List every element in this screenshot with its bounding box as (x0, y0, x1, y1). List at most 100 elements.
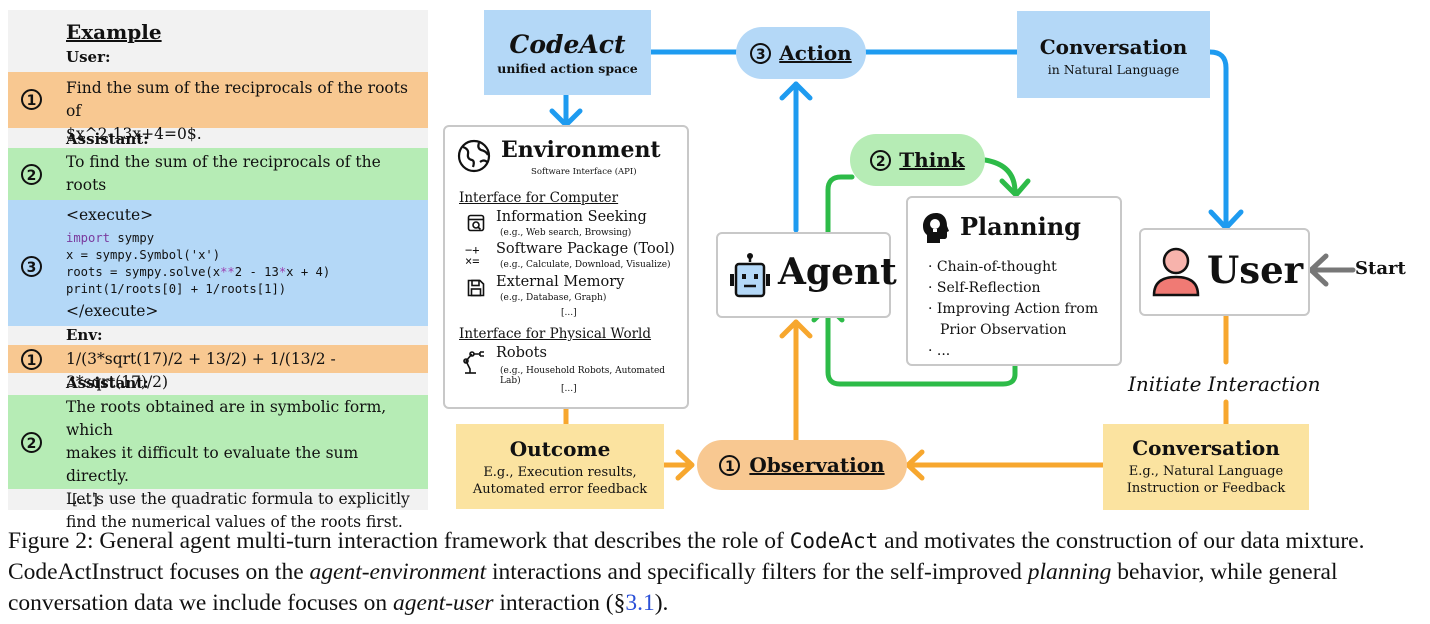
conversation-top-subtitle: in Natural Language (1047, 62, 1180, 77)
initiate-interaction-label: Initiate Interaction (1128, 372, 1321, 396)
agent-label: Agent (778, 251, 897, 293)
caption-text: ). (654, 590, 669, 616)
role-env-label: Env: (66, 326, 103, 344)
code-execution-block: 3 <execute> import sympy x = sympy.Symbo… (8, 200, 428, 326)
user-message-block: 1 Find the sum of the reciprocals of the… (8, 72, 428, 143)
step-3-number: 3 (21, 256, 42, 277)
think-step-number: 2 (870, 149, 892, 171)
interface-physical-heading: Interface for Physical World (459, 326, 652, 342)
planning-item: · Chain-of-thought (928, 259, 1057, 275)
planning-title: Planning (960, 212, 1081, 241)
environment-subtitle: Software Interface (API) (531, 167, 637, 177)
arrowhead-observation-left (675, 449, 695, 481)
code-operator: * (278, 265, 287, 279)
conversation-bottom-box: Conversation E.g., Natural Language Inst… (1103, 424, 1309, 510)
code-text: x + 4) (286, 265, 331, 279)
arrow-think-to-planning (982, 157, 1018, 195)
role-assistant-label: Assistant: (66, 374, 149, 392)
role-user-label: User: (66, 48, 111, 66)
interface-computer-heading: Interface for Computer (459, 190, 619, 206)
section-reference-link[interactable]: 3.1 (625, 590, 655, 616)
arrowhead-planning (999, 178, 1031, 198)
code-line-2: x = sympy.Symbol('x') (66, 248, 221, 262)
planning-item-text: Improving Action from (936, 301, 1099, 317)
user-icon (1151, 246, 1201, 302)
env-ellipsis: [...] (561, 384, 577, 394)
environment-box: Environment Software Interface (API) Int… (443, 125, 689, 409)
planning-item-text: Chain-of-thought (936, 259, 1057, 275)
action-step-number: 3 (750, 42, 772, 64)
execute-open-tag: <execute> (66, 206, 154, 224)
execute-close-tag: </execute> (66, 302, 159, 320)
example-title: Example (66, 20, 162, 44)
conversation-top-box: Conversation in Natural Language (1017, 11, 1210, 98)
caption-code: CodeAct (789, 529, 879, 553)
planning-item-continued: Prior Observation (940, 322, 1067, 338)
conversation-bottom-title: Conversation (1132, 436, 1280, 460)
planning-item: · Improving Action from (928, 301, 1099, 317)
step-2-number: 2 (21, 432, 42, 453)
web-search-icon (467, 214, 485, 236)
user-box: User (1139, 228, 1310, 316)
example-ellipsis: [...] (72, 490, 99, 508)
observation-pill: 1 Observation (697, 440, 907, 490)
step-1-number: 1 (21, 349, 42, 370)
outcome-box: Outcome E.g., Execution results, Automat… (456, 424, 664, 509)
arrow-planning-to-agent (825, 303, 1018, 387)
planning-item: · ... (928, 343, 951, 359)
env-item-subtitle: (e.g., Calculate, Download, Visualize) (500, 260, 671, 270)
code-line-3: roots = sympy.solve(x**2 - 13*x + 4) (66, 264, 330, 281)
code-operator: ** (220, 265, 235, 279)
action-label: Action (779, 41, 852, 65)
env-observation-block: 1 1/(3*sqrt(17)/2 + 13/2) + 1/(13/2 - 3*… (8, 345, 428, 391)
user-label: User (1207, 248, 1304, 292)
figure-caption: Figure 2: General agent multi-turn inter… (8, 526, 1426, 619)
think-pill: 2 Think (850, 134, 985, 186)
head-bulb-icon (922, 212, 950, 248)
caption-text: and motivates the construction of our da… (8, 528, 1365, 585)
env-ellipsis: [...] (561, 308, 577, 318)
arrow-conversation-to-user (1207, 49, 1229, 229)
env-robots-title: Robots (496, 345, 547, 361)
codeact-box: CodeAct unified action space (484, 10, 651, 95)
arrowhead-agent-orange (779, 319, 813, 339)
caption-emphasis: planning (1027, 559, 1112, 585)
code-line-4: print(1/roots[0] + 1/roots[1]) (66, 282, 287, 296)
conversation-bottom-line: Instruction or Feedback (1126, 481, 1286, 496)
start-label: Start (1355, 258, 1406, 279)
outcome-title: Outcome (509, 437, 611, 461)
arrowhead-observation-right (905, 449, 925, 481)
code-text: sympy (110, 231, 155, 245)
env-item-subtitle: (e.g., Database, Graph) (500, 293, 607, 303)
conversation-bottom-line: E.g., Natural Language (1128, 464, 1284, 479)
think-label: Think (899, 148, 965, 172)
caption-text: behavior, while general conversation dat… (8, 559, 1338, 616)
step-1-number: 1 (21, 89, 42, 110)
env-robots-subtitle: (e.g., Household Robots, Automated Lab) (500, 366, 666, 386)
user-message-text: Find the sum of the reciprocals of the r… (66, 79, 408, 143)
globe-icon (457, 139, 491, 177)
conversation-top-title: Conversation (1039, 35, 1188, 59)
arrowhead-action (779, 81, 813, 101)
robot-icon (726, 252, 774, 306)
assistant-reply-text: The roots obtained are in symbolic form,… (66, 398, 410, 531)
robot-arm-icon (462, 349, 488, 379)
caption-text: Figure 2: General agent multi-turn inter… (8, 528, 790, 554)
outcome-line: E.g., Execution results, (483, 465, 637, 480)
env-observation-text: 1/(3*sqrt(17)/2 + 13/2) + 1/(13/2 - 3*sq… (66, 350, 341, 391)
env-item-subtitle: (e.g., Web search, Browsing) (500, 228, 632, 238)
assistant-reply-block: 2 The roots obtained are in symbolic for… (8, 395, 428, 531)
codeact-subtitle: unified action space (497, 61, 638, 76)
caption-text: interaction (§ (493, 590, 626, 616)
env-item-title: External Memory (496, 274, 625, 290)
role-assistant-label: Assistant: (66, 130, 149, 148)
code-line-1: import sympy (66, 230, 154, 247)
step-2-number: 2 (21, 164, 42, 185)
action-pill: 3 Action (736, 27, 866, 79)
agent-box: Agent (716, 232, 897, 318)
floppy-disk-icon (467, 279, 485, 301)
observation-step-number: 1 (719, 454, 741, 476)
env-item-title: Software Package (Tool) (496, 241, 675, 257)
code-text: 2 - 13 (234, 265, 279, 279)
arrowhead-start (1308, 253, 1329, 287)
